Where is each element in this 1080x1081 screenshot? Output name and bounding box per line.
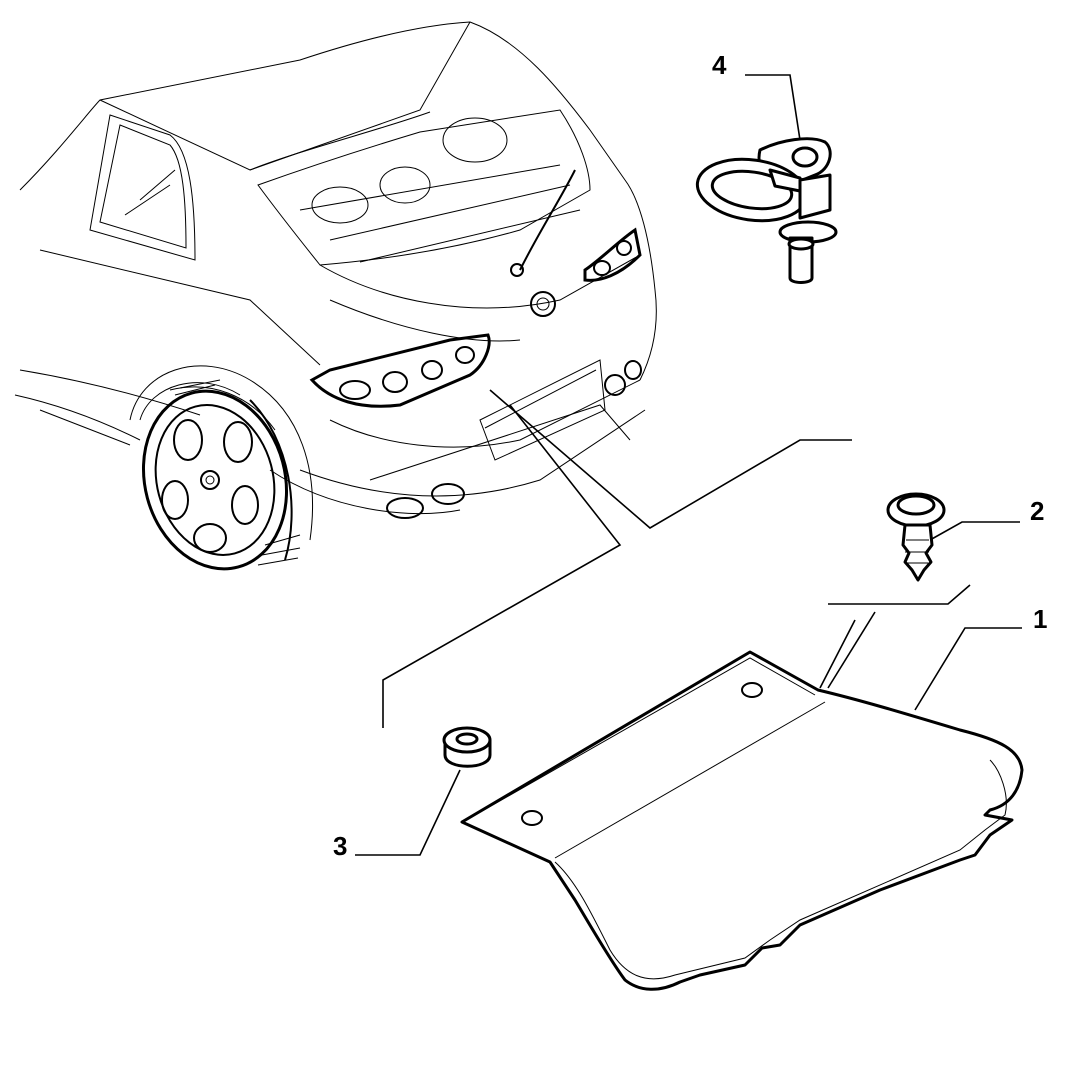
- callout-3: 3: [333, 831, 348, 861]
- part-2-push-clip: [886, 492, 1020, 582]
- car-to-part-leaders: [382, 389, 852, 728]
- car-rear-view: [14, 21, 657, 571]
- part-1-floor-panel: [460, 584, 1024, 991]
- callout-4: 4: [712, 50, 727, 80]
- callout-2: 2: [1030, 496, 1045, 526]
- part-3-spacer: [355, 726, 492, 856]
- part-4-lashing-eye: [695, 74, 838, 284]
- callout-1: 1: [1033, 604, 1048, 634]
